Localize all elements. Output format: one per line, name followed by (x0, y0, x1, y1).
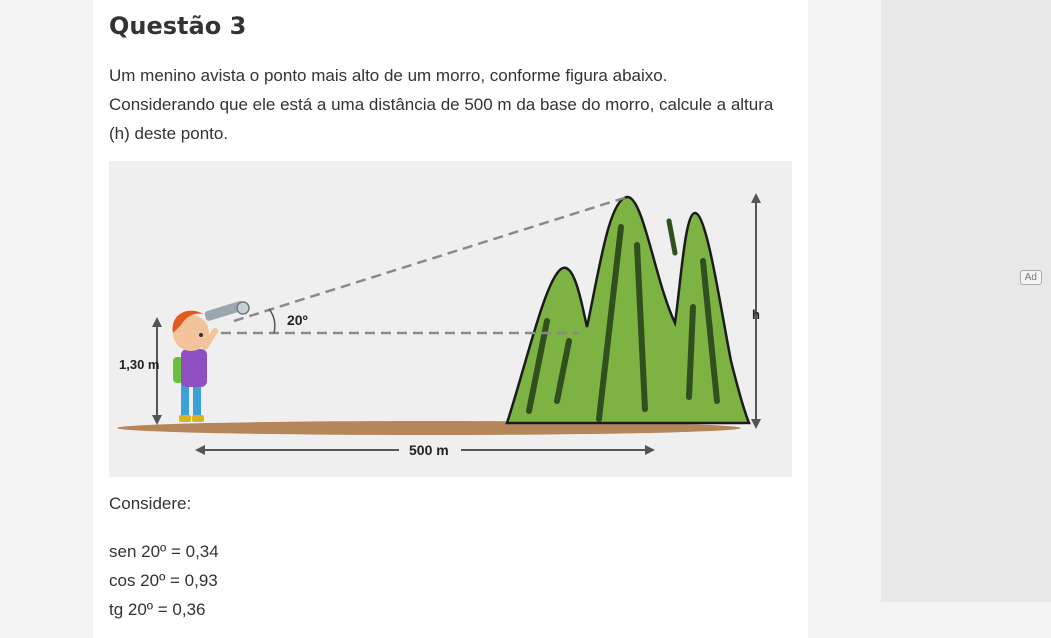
ad-panel[interactable]: Ad (881, 0, 1051, 602)
height-arrow (751, 193, 761, 429)
angle-label: 20º (287, 312, 308, 328)
formula-item: tg 20º = 0,36 (109, 600, 206, 619)
considere-label: Considere: (109, 494, 192, 513)
question-text-line: (h) deste ponto. (109, 124, 229, 143)
height-label: h (752, 307, 760, 322)
distance-arrow (195, 445, 655, 455)
boy-height-arrow (152, 317, 162, 425)
angle-arc (268, 308, 276, 334)
boy-height-label: 1,30 m (119, 357, 159, 372)
question-text-line: Um menino avista o ponto mais alto de um… (109, 66, 668, 85)
formula-item: sen 20º = 0,34 (109, 542, 219, 561)
distance-label: 500 m (409, 442, 449, 458)
formula-list: sen 20º = 0,34 cos 20º = 0,93 tg 20º = 0… (109, 537, 219, 624)
line-of-sight (233, 195, 628, 323)
ad-badge[interactable]: Ad (1019, 270, 1042, 285)
ground (117, 421, 741, 435)
article-card: Questão 3 Um menino avista o ponto mais … (93, 0, 808, 638)
question-title: Questão 3 (109, 12, 247, 40)
figure-illustration: 20º 1,30 m (117, 193, 761, 458)
hill-illustration (505, 195, 751, 425)
problem-figure: 20º 1,30 m (109, 161, 792, 477)
formula-item: cos 20º = 0,93 (109, 571, 218, 590)
question-text-line: Considerando que ele está a uma distânci… (109, 95, 774, 114)
boy-illustration (172, 301, 250, 422)
question-text: Um menino avista o ponto mais alto de um… (109, 61, 799, 148)
